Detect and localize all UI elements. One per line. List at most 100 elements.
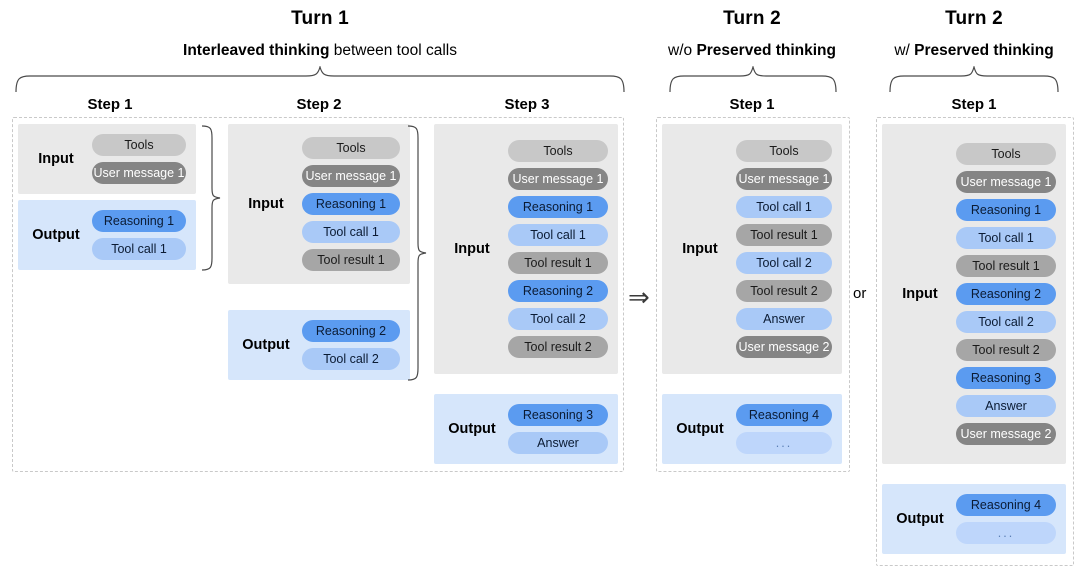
turn-2-w-output-stack: Reasoning 4... [956, 485, 1066, 553]
output-label: Output [676, 421, 724, 437]
chip-toolresult: Tool result 2 [956, 339, 1056, 361]
chip-user: User message 1 [302, 165, 400, 187]
turn-1-step-1-output-stack: Reasoning 1 Tool call 1 [92, 201, 196, 269]
chip-toolcall: Tool call 1 [956, 227, 1056, 249]
turn-1-step-2-to-3-brace [407, 125, 427, 381]
chip-tools: Tools [956, 143, 1056, 165]
or-connector-label: or [853, 285, 867, 302]
chip-user: User message 2 [956, 423, 1056, 445]
chip-toolresult: Tool result 2 [508, 336, 608, 358]
input-label: Input [38, 151, 74, 167]
turn-1-subtitle-bold: Interleaved thinking [183, 42, 330, 59]
chip-toolresult: Tool result 1 [956, 255, 1056, 277]
chip-reasoning: Reasoning 2 [508, 280, 608, 302]
turn-1-subtitle: Interleaved thinking between tool calls [10, 42, 630, 60]
turn-1-title: Turn 1 [291, 8, 349, 29]
chip-reasoning: Reasoning 2 [956, 283, 1056, 305]
turn-2-w-brace [889, 66, 1059, 92]
turn-1-step-3-output-panel: Output Reasoning 3 Answer [434, 394, 618, 464]
turn-1-step-3-output-stack: Reasoning 3 Answer [508, 395, 618, 463]
turn-2-wo-title: Turn 2 [723, 8, 781, 29]
turn-2-wo-subtitle: w/o Preserved thinking [650, 42, 854, 60]
chip-ellipsis: ... [736, 432, 832, 454]
turn-2-wo-output-stack: Reasoning 4... [736, 395, 842, 463]
chip-toolcall: Tool call 1 [508, 224, 608, 246]
turn-2-w-step-1-label: Step 1 [951, 96, 997, 113]
chip-reasoning: Reasoning 4 [956, 494, 1056, 516]
chip-toolcall: Tool call 2 [736, 252, 832, 274]
output-label: Output [32, 227, 80, 243]
turn-2-wo-subtitle-prefix: w/o [668, 42, 697, 59]
chip-ellipsis: ... [956, 522, 1056, 544]
output-label: Output [896, 511, 944, 527]
chip-toolcall: Tool call 2 [956, 311, 1056, 333]
turn-1-brace [15, 66, 625, 92]
output-label: Output [448, 421, 496, 437]
turn-2-w-title: Turn 2 [945, 8, 1003, 29]
implies-arrow-icon: ⇒ [628, 282, 650, 312]
output-label: Output [242, 337, 290, 353]
input-label: Input [682, 241, 718, 257]
chip-reasoning: Reasoning 2 [302, 320, 400, 342]
chip-user: User message 2 [736, 336, 832, 358]
turn-1-step-1-label: Step 1 [87, 96, 133, 113]
chip-toolresult: Tool result 1 [736, 224, 832, 246]
chip-tools: Tools [92, 134, 186, 156]
chip-toolcall: Tool call 2 [508, 308, 608, 330]
chip-reasoning: Reasoning 1 [92, 210, 186, 232]
chip-answer: Answer [508, 432, 608, 454]
turn-1-step-3-label: Step 3 [504, 96, 550, 113]
turn-2-w-subtitle: w/ Preserved thinking [872, 42, 1076, 60]
turn-2-wo-step-1-label: Step 1 [729, 96, 775, 113]
chip-answer: Answer [956, 395, 1056, 417]
turn-2-wo-column-box [656, 117, 850, 472]
chip-answer: Answer [736, 308, 832, 330]
turn-1-step-1-output-panel: Output Reasoning 1 Tool call 1 [18, 200, 196, 270]
chip-user: User message 1 [956, 171, 1056, 193]
input-label: Input [248, 196, 284, 212]
chip-reasoning: Reasoning 1 [302, 193, 400, 215]
chip-reasoning: Reasoning 1 [508, 196, 608, 218]
turn-1-step-2-output-panel: Output Reasoning 2 Tool call 2 [228, 310, 410, 380]
input-label: Input [454, 241, 490, 257]
turn-1-step-2-output-stack: Reasoning 2 Tool call 2 [302, 311, 410, 379]
chip-toolresult: Tool result 1 [508, 252, 608, 274]
chip-toolcall: Tool call 1 [736, 196, 832, 218]
turn-2-wo-brace [669, 66, 837, 92]
turn-2-w-subtitle-bold: Preserved thinking [914, 42, 1054, 59]
chip-toolcall: Tool call 1 [302, 221, 400, 243]
turn-2-wo-subtitle-bold: Preserved thinking [696, 42, 836, 59]
chip-reasoning: Reasoning 3 [508, 404, 608, 426]
chip-reasoning: Reasoning 3 [956, 367, 1056, 389]
turn-1-subtitle-rest: between tool calls [329, 42, 457, 59]
chip-toolcall: Tool call 1 [92, 238, 186, 260]
chip-tools: Tools [302, 137, 400, 159]
chip-toolresult: Tool result 2 [736, 280, 832, 302]
chip-user: User message 1 [736, 168, 832, 190]
turn-2-w-output-panel: Output Reasoning 4... [882, 484, 1066, 554]
chip-user: User message 1 [92, 162, 186, 184]
turn-1-step-1-to-2-brace [201, 125, 221, 271]
turn-2-w-subtitle-prefix: w/ [894, 42, 915, 59]
chip-reasoning: Reasoning 1 [956, 199, 1056, 221]
chip-reasoning: Reasoning 4 [736, 404, 832, 426]
chip-toolresult: Tool result 1 [302, 249, 400, 271]
turn-1-column-box [12, 117, 624, 472]
chip-toolcall: Tool call 2 [302, 348, 400, 370]
turn-1-step-2-label: Step 2 [296, 96, 342, 113]
chip-tools: Tools [736, 140, 832, 162]
turn-2-wo-output-panel: Output Reasoning 4... [662, 394, 842, 464]
turn-2-w-column-box [876, 117, 1074, 566]
chip-tools: Tools [508, 140, 608, 162]
chip-user: User message 1 [508, 168, 608, 190]
